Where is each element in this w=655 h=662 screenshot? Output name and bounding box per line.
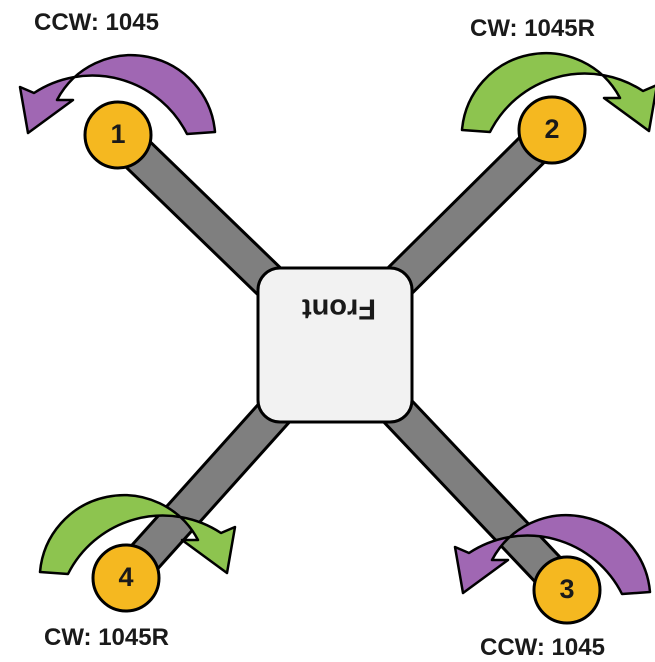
arms [104, 116, 581, 604]
body-box [256, 266, 414, 424]
motor-1-label: CCW: 1045 [34, 9, 159, 36]
motor-labels: CCW: 1045 CW: 1045R CCW: 1045 CW: 1045R [34, 9, 605, 661]
motor-3-label: CCW: 1045 [480, 634, 605, 661]
motor-3-number: 3 [559, 574, 574, 604]
motor-2-label: CW: 1045R [470, 15, 595, 42]
motor-2-circle [517, 95, 587, 165]
motor-4-circle [91, 543, 161, 613]
motors: 1 2 3 4 [83, 95, 602, 625]
motor-1: 1 [83, 100, 153, 170]
motor-4: 4 [91, 543, 161, 613]
center-body: Front [256, 266, 414, 424]
motor-1-circle [83, 100, 153, 170]
ccw-arrow-icon [18, 53, 217, 136]
motor-2: 2 [517, 95, 587, 165]
cw-arrow-icon [460, 51, 655, 134]
ccw-arrow-icon [453, 513, 652, 596]
motor-3: 3 [532, 555, 602, 625]
rotation-arrows [18, 51, 655, 596]
front-label: Front [302, 292, 376, 324]
motor-1-number: 1 [110, 119, 125, 149]
cw-arrow-icon [38, 493, 237, 576]
motor-2-number: 2 [544, 114, 559, 144]
motor-3-circle [532, 555, 602, 625]
motor-4-label: CW: 1045R [44, 624, 169, 651]
motor-4-number: 4 [118, 562, 133, 592]
